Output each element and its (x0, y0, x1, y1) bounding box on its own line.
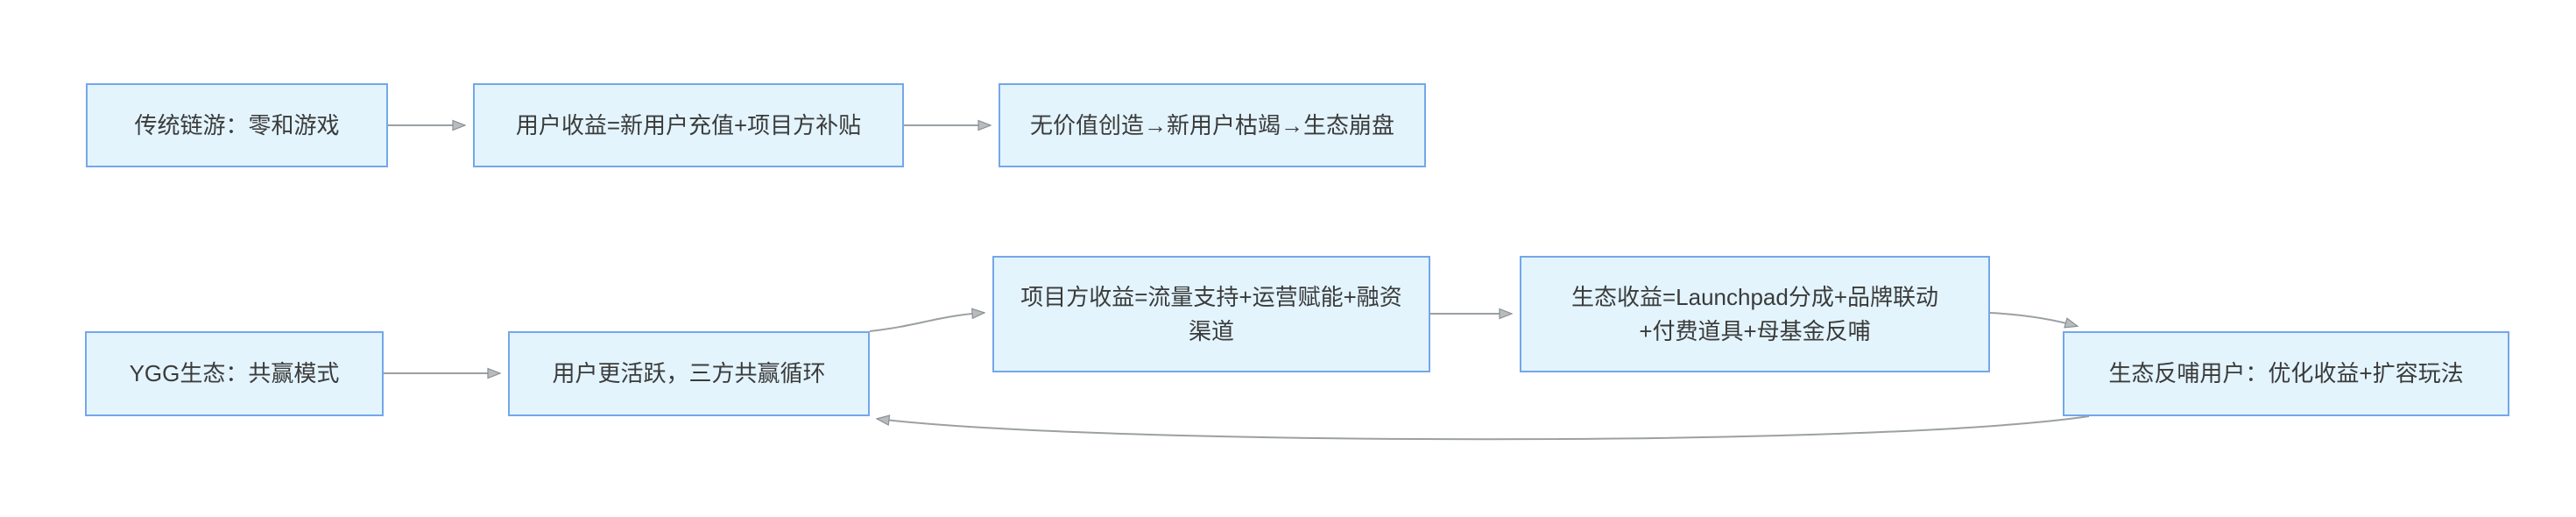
node-ecosystem-revenue-formula[interactable]: 生态收益=Launchpad分成+品牌联动 +付费道具+母基金反哺 (1520, 256, 1990, 372)
node-label: 生态反哺用户：优化收益+扩容玩法 (2108, 360, 2464, 386)
arrow-b5-b2-feedback (878, 416, 2090, 441)
node-ygg-ecosystem[interactable]: YGG生态：共赢模式 (85, 331, 384, 416)
arrow-b2-b3 (869, 313, 984, 332)
node-active-users-winwin-cycle[interactable]: 用户更活跃，三方共赢循环 (508, 331, 870, 416)
node-label: 项目方收益=流量支持+运营赋能+融资 渠道 (1020, 283, 1402, 344)
arrow-b4-b5 (1989, 312, 2077, 326)
node-label: 无价值创造→新用户枯竭→生态崩盘 (1029, 111, 1394, 138)
node-traditional-chain-game[interactable]: 传统链游：零和游戏 (86, 83, 388, 167)
node-project-revenue-formula[interactable]: 项目方收益=流量支持+运营赋能+融资 渠道 (992, 256, 1430, 372)
node-label: YGG生态：共赢模式 (129, 360, 340, 386)
node-user-revenue-formula[interactable]: 用户收益=新用户充值+项目方补贴 (473, 83, 904, 167)
node-ecosystem-collapse[interactable]: 无价值创造→新用户枯竭→生态崩盘 (999, 83, 1426, 167)
node-label: 用户更活跃，三方共赢循环 (552, 360, 826, 386)
node-ecosystem-feedback-users[interactable]: 生态反哺用户：优化收益+扩容玩法 (2063, 331, 2509, 416)
node-label: 生态收益=Launchpad分成+品牌联动 +付费道具+母基金反哺 (1570, 283, 1939, 344)
node-label: 传统链游：零和游戏 (134, 111, 340, 138)
node-label: 用户收益=新用户充值+项目方补贴 (515, 111, 862, 138)
